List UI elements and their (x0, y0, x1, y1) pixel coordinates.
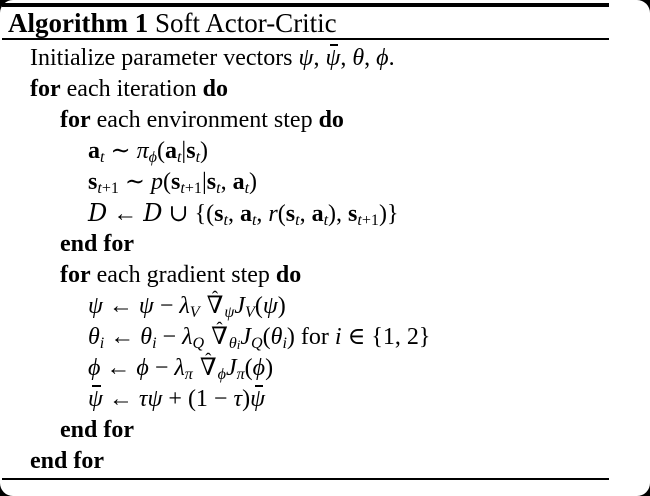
bottom-rule (2, 478, 609, 480)
top-rule (2, 3, 609, 7)
algorithm-title: Algorithm 1 Soft Actor-Critic (8, 9, 337, 37)
line-end-for-gradient: end for (60, 417, 134, 443)
line-update-q-functions: θi ← θi − λQ ˆ∇θiJQ(θi) for i ∈ {1, 2} (88, 319, 431, 353)
line-replay-buffer-update: D ← D ∪ {(st, at, r(st, at), st+1)} (88, 199, 399, 229)
line-for-environment-step: for each environment step do (60, 107, 344, 133)
line-update-value-function: ψ ← ψ − λV ˆ∇ψJV(ψ) (88, 288, 286, 321)
title-separator-rule (2, 38, 609, 40)
algorithm-number-label: Algorithm 1 (8, 8, 149, 38)
algorithm-name: Soft Actor-Critic (154, 8, 337, 38)
line-end-for-iteration: end for (30, 448, 104, 474)
line-end-for-environment: end for (60, 231, 134, 257)
line-for-gradient-step: for each gradient step do (60, 262, 302, 288)
line-update-policy: ϕ ← ϕ − λπ ˆ∇ϕJπ(ϕ) (88, 350, 274, 383)
line-for-iteration: for each iteration do (30, 76, 228, 102)
line-sample-action: at ∼ πϕ(at|st) (88, 138, 209, 166)
line-initialize: Initialize parameter vectors ψ, ψ, θ, ϕ. (0, 43, 650, 74)
line-update-target-weights: ψ ← τψ + (1 − τ)ψ (0, 384, 650, 415)
algorithm-body: Initialize parameter vectors ψ, ψ, θ, ϕ.… (0, 43, 650, 477)
line-sample-next-state: st+1 ∼ p(st+1|st, at) (88, 169, 258, 197)
